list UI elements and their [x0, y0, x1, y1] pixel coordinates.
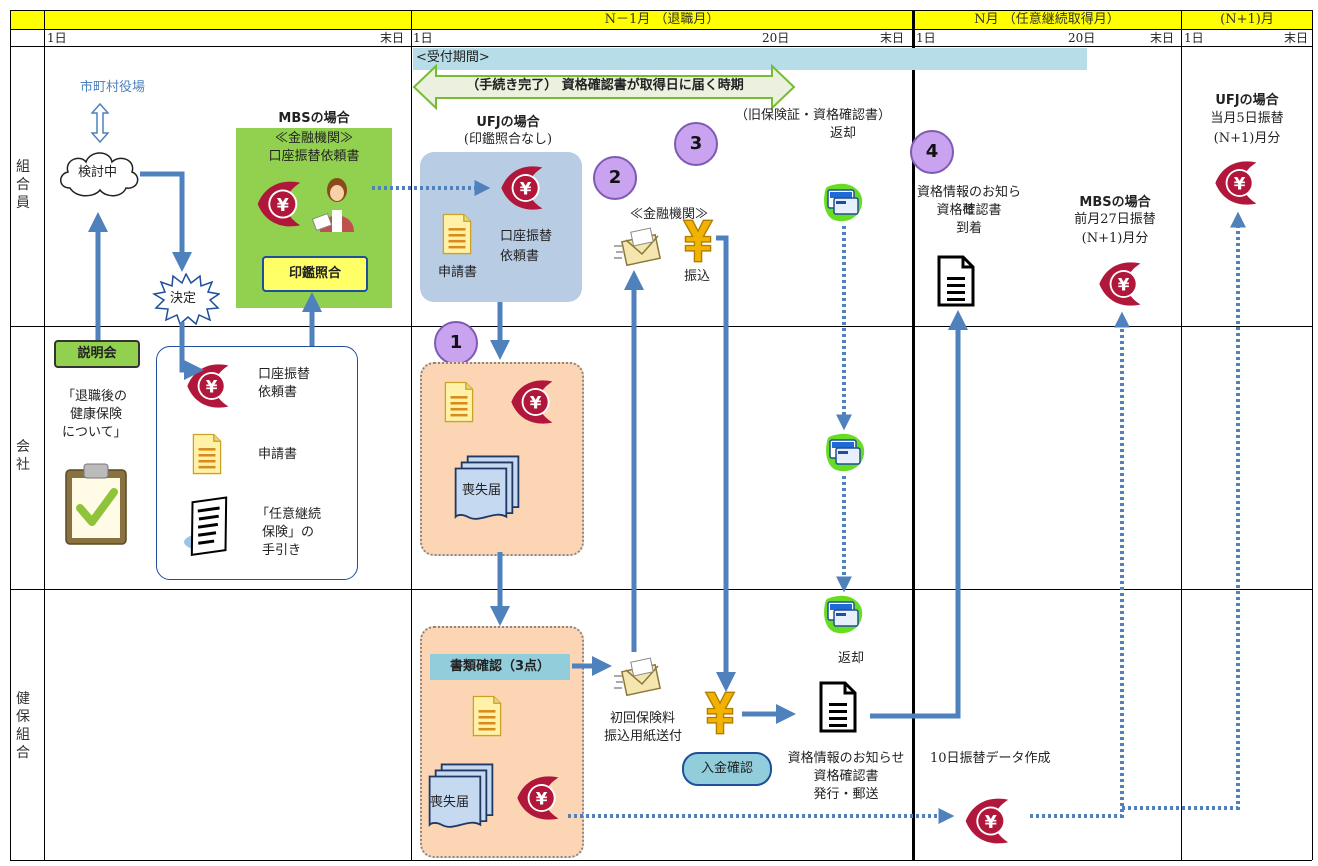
ufj-note: (印鑑照合なし)	[463, 132, 553, 147]
briefing-l2: 健康保険	[70, 407, 123, 422]
receipt-icon	[184, 496, 228, 556]
first-premium-l1: 初回保険料	[610, 711, 676, 726]
company-transfer-l2: 依頼書	[258, 385, 298, 400]
updown-arrow-icon	[91, 103, 109, 143]
step-3-badge: 3	[674, 122, 718, 166]
decision-label: 決定	[170, 291, 197, 306]
day-1-a: 1日	[47, 31, 67, 45]
considering-label: 検討中	[78, 165, 118, 180]
bank-label: ≪金融機関≫	[630, 207, 709, 222]
company-transfer-l1: 口座振替	[258, 367, 311, 382]
lane-member: 組合員	[16, 159, 30, 211]
step-2-badge: 2	[593, 156, 637, 200]
notice-arrival-l1: 資格情報のお知らせ	[916, 185, 1021, 217]
pay-in-label: 振込	[684, 269, 711, 284]
return-label-member: 返却	[830, 126, 857, 141]
seal-check-button[interactable]: 印鑑照合	[262, 256, 368, 292]
issue-l1: 資格情報のお知らせ	[787, 751, 905, 766]
burst-icon	[152, 273, 220, 325]
application-label: 申請書	[438, 265, 478, 280]
briefing-l3: について」	[62, 425, 127, 440]
guide-l1: 「任意継続	[256, 507, 322, 522]
ufj-form-l2: 依頼書	[500, 249, 540, 264]
day-1-c: 1日	[916, 31, 936, 45]
briefing-l1: 「退職後の	[62, 389, 128, 404]
doc-check-label: 書類確認（3点）	[430, 654, 570, 680]
issue-l3: 発行・郵送	[813, 787, 879, 802]
mbs-form-label: 口座振替依頼書	[268, 149, 360, 164]
ufj-title: UFJの場合	[476, 115, 540, 130]
mbs2-title: MBSの場合	[1079, 195, 1151, 210]
lane-kenpo: 健保組合	[16, 691, 30, 761]
mbs2-l2: (N+1)月分	[1081, 231, 1149, 246]
payment-check-badge: 入金確認	[682, 752, 772, 786]
end-c: 末日	[1150, 31, 1175, 45]
person-icon	[312, 178, 354, 232]
ufj2-l1: 当月5日振替	[1210, 111, 1284, 126]
day-20-b: 20日	[762, 31, 790, 45]
mbs2-l1: 前月27日振替	[1074, 212, 1156, 227]
day-20-c: 20日	[1068, 31, 1096, 45]
step-4-badge: 4	[910, 130, 954, 174]
kenpo-return-label: 返却	[838, 651, 865, 666]
complete-banner-label: （手続き完了） 資格確認書が取得日に届く時期	[466, 78, 744, 93]
day-1-b: 1日	[413, 31, 433, 45]
company-application-label: 申請書	[258, 447, 298, 462]
header-period-n: N月 （任意継続取得月）	[913, 10, 1182, 29]
transfer-data-label: 10日振替データ作成	[930, 751, 1051, 766]
end-d: 末日	[1284, 31, 1309, 45]
end-b: 末日	[880, 31, 905, 45]
briefing-button[interactable]: 説明会	[54, 340, 140, 368]
ufj-form-l1: 口座振替	[500, 229, 553, 244]
header-period-n-minus-1: N－1月 （退職月）	[412, 10, 913, 29]
return-header-label: （旧保険証・資格確認書）	[735, 108, 892, 123]
accept-period-label: <受付期間>	[416, 50, 490, 65]
accept-period-bar	[413, 48, 1087, 70]
ufj2-title: UFJの場合	[1215, 93, 1279, 108]
first-premium-l2: 振込用紙送付	[604, 729, 683, 744]
guide-l2: 保険」の	[262, 525, 315, 540]
complete-banner-arrow	[412, 64, 796, 110]
notice-arrival-l3: 到着	[955, 221, 982, 236]
lane-company: 会社	[16, 439, 30, 473]
mbs-bank-label: ≪金融機関≫	[274, 131, 353, 146]
city-office-label: 市町村役場	[80, 80, 146, 95]
guide-l3: 手引き	[262, 543, 302, 558]
end-a: 末日	[380, 31, 405, 45]
clipboard-icon	[65, 463, 127, 545]
notice-arrival-l2: 資格確認書	[936, 203, 1002, 218]
company-loss-notice-label: 喪失届	[462, 483, 502, 498]
day-1-d: 1日	[1184, 31, 1204, 45]
issue-l2: 資格確認書	[813, 769, 879, 784]
mbs-title: MBSの場合	[278, 111, 350, 126]
kenpo-loss-notice-label: 喪失届	[430, 795, 470, 810]
cloud-icon	[60, 152, 139, 197]
ufj2-l2: (N+1)月分	[1213, 131, 1281, 146]
